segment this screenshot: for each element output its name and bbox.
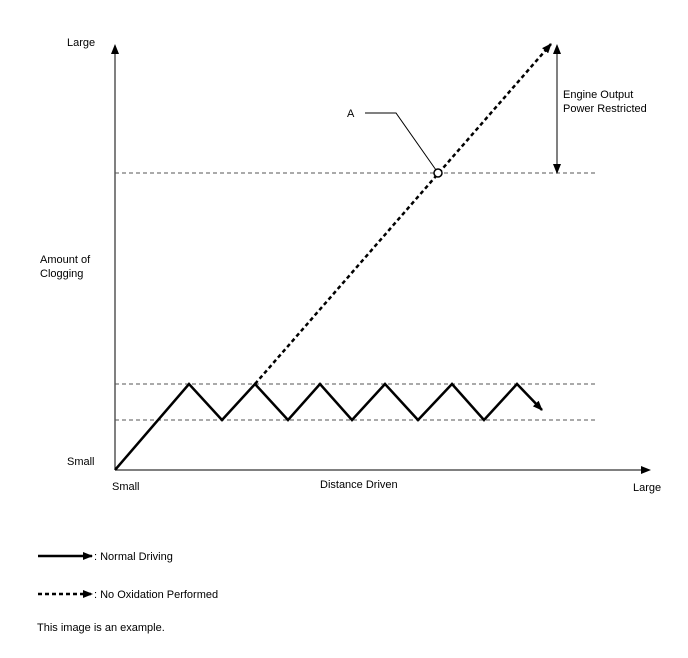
y-axis-title-line1: Amount of [40, 254, 91, 266]
point-a-leader-line [365, 112, 437, 171]
point-a-label: A [347, 108, 355, 120]
x-axis-title: Distance Driven [320, 479, 398, 491]
legend-normal-label: : Normal Driving [94, 551, 173, 563]
x-axis-right-label: Large [633, 482, 661, 494]
y-axis-top-label: Large [67, 37, 95, 49]
normal-driving-line [114, 382, 543, 471]
y-axis-title-line2: Clogging [40, 268, 83, 280]
point-a-marker [433, 168, 443, 178]
restriction-label-line1: Engine Output [563, 89, 633, 101]
x-axis-left-label: Small [112, 481, 140, 493]
footer-note: This image is an example. [37, 622, 165, 634]
y-axis-bottom-label: Small [67, 456, 95, 468]
legend-no-oxidation-label: : No Oxidation Performed [94, 589, 218, 601]
restriction-label-line2: Power Restricted [563, 103, 647, 115]
no-oxidation-line [254, 43, 552, 385]
